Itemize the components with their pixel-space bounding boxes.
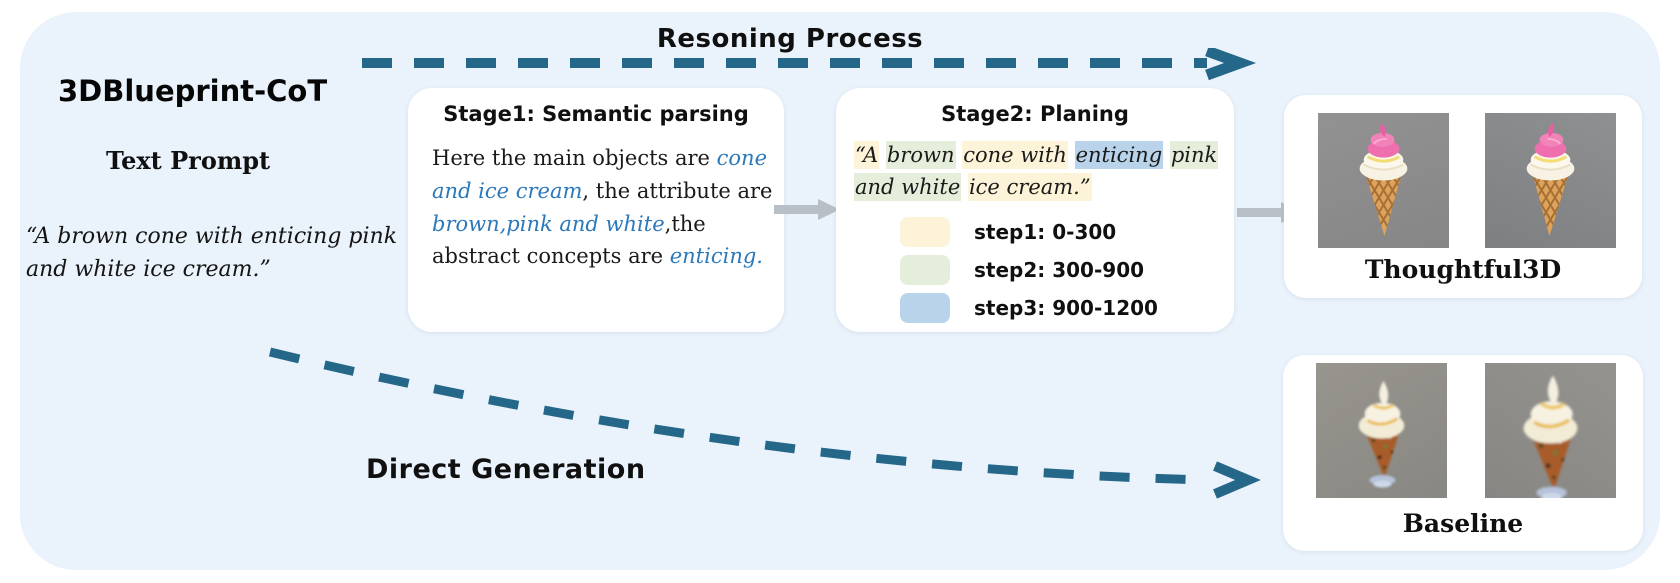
baseline-render-2 <box>1485 363 1616 498</box>
stage2-title: Stage2: Planing <box>941 102 1129 126</box>
stage1-to-stage2-arrow-icon <box>774 199 840 220</box>
step2-color-swatch <box>900 255 950 285</box>
thoughtful3d-render-1 <box>1318 113 1449 248</box>
step3-color-swatch <box>900 293 950 323</box>
legend-row-step3: step3: 900-1200 <box>900 292 1158 324</box>
legend-row-step1: step1: 0-300 <box>900 216 1116 248</box>
reasoning-dashed-arrow-icon <box>362 48 1257 80</box>
thoughtful3d-card: Thoughtful3D <box>1284 95 1642 298</box>
baseline-render-1 <box>1316 363 1447 498</box>
direct-generation-dashed-arrow-icon <box>268 347 1261 499</box>
legend-row-step2: step2: 300-900 <box>900 254 1144 286</box>
reasoning-process-label: Resoning Process <box>656 24 924 54</box>
baseline-card: Baseline <box>1283 355 1643 551</box>
step2-label: step2: 300-900 <box>974 258 1145 282</box>
method-title: 3DBlueprint-CoT <box>58 74 328 108</box>
thoughtful3d-render-2 <box>1485 113 1616 248</box>
step1-color-swatch <box>900 217 950 247</box>
thoughtful3d-label: Thoughtful3D <box>1364 255 1562 284</box>
stage2-card: Stage2: Planing “A brown cone with entic… <box>836 88 1234 332</box>
step1-label: step1: 0-300 <box>974 220 1117 244</box>
stage1-title: Stage1: Semantic parsing <box>443 102 749 126</box>
stage1-card: Stage1: Semantic parsing Here the main o… <box>408 88 784 332</box>
text-prompt-label: Text Prompt <box>106 146 271 175</box>
baseline-label: Baseline <box>1402 509 1524 538</box>
step3-label: step3: 900-1200 <box>974 296 1158 320</box>
direct-generation-label: Direct Generation <box>366 454 646 485</box>
